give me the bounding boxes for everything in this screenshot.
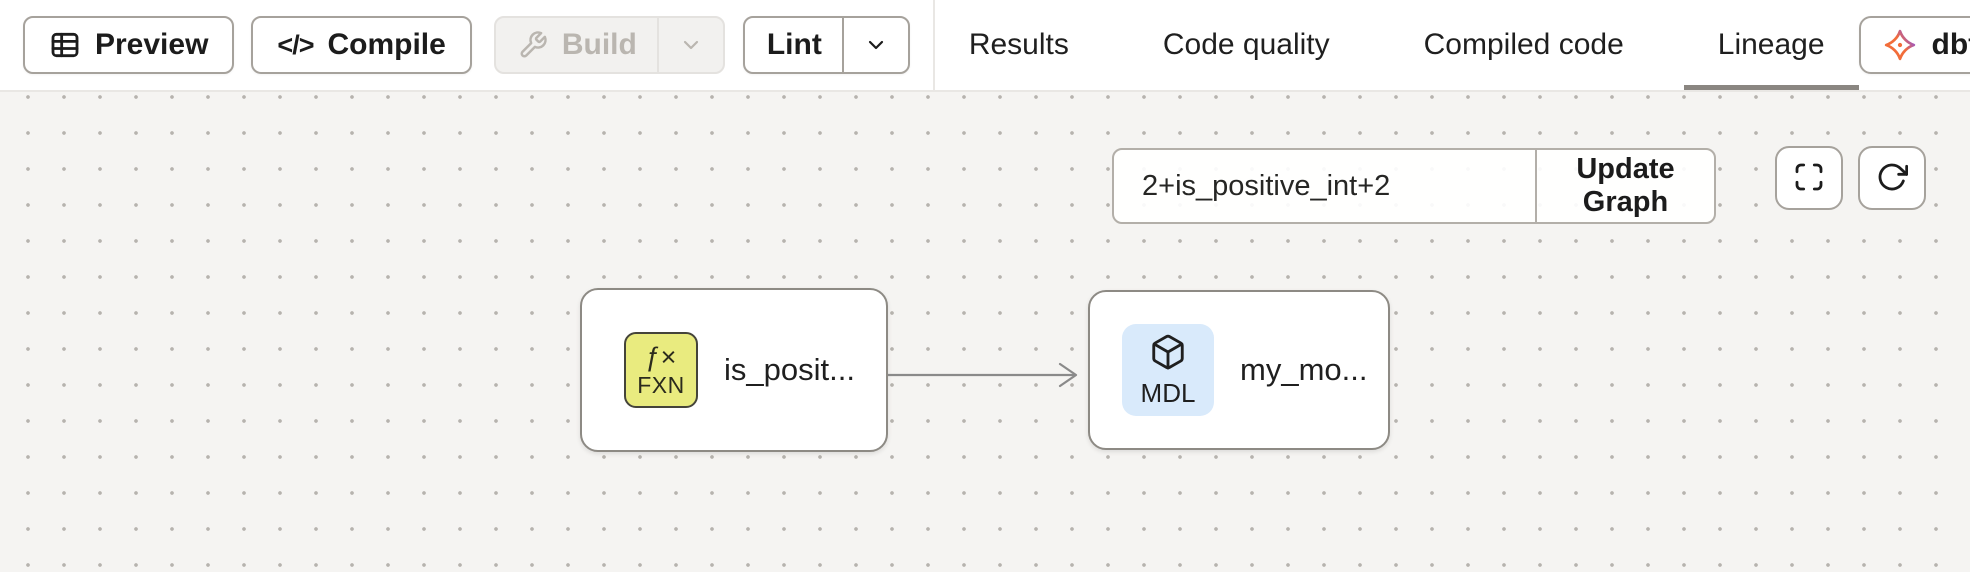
- lint-dropdown[interactable]: [844, 18, 908, 72]
- toolbar-divider: [932, 0, 935, 91]
- selector-input[interactable]: [1114, 150, 1535, 222]
- lineage-canvas[interactable]: Update Graph ƒ× FXN is_posit...: [0, 92, 1970, 572]
- model-node-label: my_mo...: [1240, 352, 1368, 387]
- chevron-down-icon: [679, 33, 703, 57]
- model-badge-label: MDL: [1140, 378, 1196, 408]
- update-graph-button[interactable]: Update Graph: [1535, 150, 1714, 222]
- lint-button[interactable]: Lint: [742, 16, 910, 74]
- build-dropdown: [659, 18, 723, 72]
- function-badge: ƒ× FXN: [624, 332, 698, 408]
- cube-icon: [1149, 333, 1187, 376]
- build-label: Build: [561, 28, 637, 61]
- tab-compiled-code[interactable]: Compiled code: [1390, 0, 1658, 90]
- wrench-icon: [518, 30, 548, 60]
- dbt-copilot-icon: [1883, 28, 1917, 62]
- code-icon: </>: [277, 29, 314, 60]
- compile-button[interactable]: </> Compile: [251, 16, 472, 74]
- build-main: Build: [496, 18, 657, 72]
- build-split-divider: [656, 18, 659, 72]
- compile-label: Compile: [327, 28, 446, 61]
- tab-lineage-label: Lineage: [1717, 28, 1825, 61]
- tab-results-label: Results: [968, 28, 1069, 61]
- dbt-copilot-button[interactable]: dbt Copilot: [1858, 16, 1970, 74]
- lineage-node-model[interactable]: MDL my_mo...: [1088, 290, 1390, 450]
- function-badge-label: FXN: [637, 372, 685, 398]
- tab-code-quality-label: Code quality: [1162, 28, 1330, 61]
- lineage-edge: [888, 362, 1078, 388]
- toolbar: Preview </> Compile Build Lint: [0, 0, 1970, 92]
- model-badge: MDL: [1122, 324, 1214, 416]
- tab-code-quality[interactable]: Code quality: [1129, 0, 1364, 90]
- refresh-icon: [1876, 161, 1909, 196]
- lineage-node-function[interactable]: ƒ× FXN is_posit...: [580, 288, 888, 452]
- lint-split-divider: [841, 18, 844, 72]
- lint-main[interactable]: Lint: [745, 18, 842, 72]
- tab-compiled-code-label: Compiled code: [1423, 28, 1624, 61]
- fullscreen-icon: [1793, 161, 1825, 196]
- lint-label: Lint: [766, 28, 822, 61]
- table-icon: [49, 29, 81, 61]
- refresh-graph-button[interactable]: [1858, 146, 1926, 210]
- result-tabs: Results Code quality Compiled code Linea…: [935, 0, 1859, 90]
- fx-icon: ƒ×: [645, 342, 677, 372]
- preview-button[interactable]: Preview: [23, 16, 235, 74]
- tab-results[interactable]: Results: [935, 0, 1103, 90]
- fullscreen-button[interactable]: [1775, 146, 1843, 210]
- tab-lineage[interactable]: Lineage: [1684, 0, 1859, 90]
- chevron-down-icon: [864, 33, 888, 57]
- graph-selector-bar: Update Graph: [1112, 148, 1716, 224]
- build-button: Build: [493, 16, 725, 74]
- function-node-label: is_posit...: [724, 352, 855, 387]
- dbt-copilot-label: dbt Copilot: [1931, 28, 1970, 61]
- preview-label: Preview: [95, 28, 209, 61]
